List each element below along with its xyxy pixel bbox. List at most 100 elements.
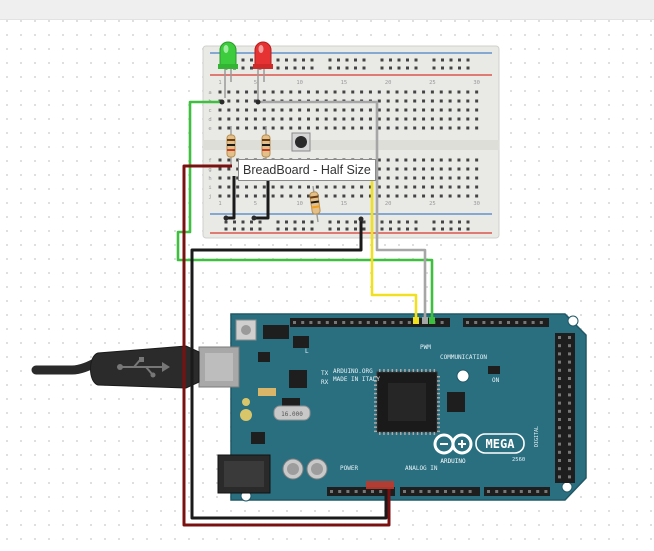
header-pin[interactable]: [399, 321, 403, 324]
header-pin[interactable]: [498, 321, 502, 324]
rail-hole[interactable]: [389, 220, 392, 224]
rail-hole[interactable]: [241, 66, 245, 70]
header-pin[interactable]: [466, 321, 469, 324]
breadboard-hole[interactable]: [368, 185, 372, 189]
breadboard-hole[interactable]: [439, 167, 443, 171]
breadboard-hole[interactable]: [448, 90, 452, 94]
wire-black-jumper-1[interactable]: [226, 176, 236, 220]
breadboard-hole[interactable]: [236, 194, 240, 198]
rail-hole[interactable]: [285, 220, 288, 224]
breadboard-hole[interactable]: [475, 117, 479, 121]
breadboard-hole[interactable]: [227, 158, 231, 162]
breadboard-hole[interactable]: [466, 176, 470, 180]
breadboard-hole[interactable]: [315, 90, 319, 94]
breadboard-hole[interactable]: [218, 117, 222, 121]
header-pin[interactable]: [346, 490, 350, 493]
breadboard-hole[interactable]: [218, 185, 222, 189]
breadboard-hole[interactable]: [289, 117, 293, 121]
breadboard-hole[interactable]: [342, 90, 346, 94]
rail-hole[interactable]: [258, 220, 262, 224]
rail-hole[interactable]: [250, 220, 253, 224]
rail-hole[interactable]: [406, 227, 409, 231]
breadboard-hole[interactable]: [351, 194, 355, 198]
breadboard-hole[interactable]: [386, 158, 390, 162]
wire-black-jumper-2[interactable]: [254, 178, 270, 220]
rail-hole[interactable]: [293, 227, 297, 231]
rail-hole[interactable]: [337, 227, 340, 231]
rail-hole[interactable]: [302, 58, 305, 62]
breadboard-hole[interactable]: [236, 108, 240, 112]
rail-hole[interactable]: [432, 220, 436, 224]
header-pin[interactable]: [317, 321, 321, 324]
breadboard-hole[interactable]: [457, 176, 461, 180]
header-pin[interactable]: [568, 450, 571, 454]
breadboard-hole[interactable]: [324, 90, 328, 94]
rail-hole[interactable]: [276, 220, 280, 224]
breadboard-hole[interactable]: [342, 185, 346, 189]
breadboard-hole[interactable]: [324, 185, 328, 189]
rail-hole[interactable]: [397, 66, 401, 70]
breadboard-hole[interactable]: [457, 99, 461, 103]
rail-hole[interactable]: [293, 220, 297, 224]
breadboard-hole[interactable]: [236, 185, 240, 189]
header-pin[interactable]: [383, 321, 387, 324]
breadboard-hole[interactable]: [404, 126, 408, 130]
breadboard-hole[interactable]: [351, 90, 355, 94]
breadboard-hole[interactable]: [324, 108, 328, 112]
breadboard-hole[interactable]: [262, 90, 266, 94]
breadboard-hole[interactable]: [351, 108, 355, 112]
breadboard-hole[interactable]: [280, 126, 284, 130]
breadboard-hole[interactable]: [253, 90, 257, 94]
rail-hole[interactable]: [362, 58, 366, 62]
header-pin[interactable]: [325, 321, 329, 324]
breadboard-hole[interactable]: [395, 108, 399, 112]
breadboard-hole[interactable]: [422, 185, 426, 189]
rail-hole[interactable]: [337, 58, 340, 62]
breadboard-hole[interactable]: [333, 194, 337, 198]
breadboard-hole[interactable]: [289, 90, 293, 94]
breadboard-hole[interactable]: [466, 126, 470, 130]
header-pin[interactable]: [568, 442, 571, 446]
wire-grey[interactable]: [258, 100, 427, 322]
breadboard-hole[interactable]: [342, 108, 346, 112]
rail-hole[interactable]: [432, 227, 436, 231]
breadboard-hole[interactable]: [227, 90, 231, 94]
rail-hole[interactable]: [345, 58, 349, 62]
breadboard-hole[interactable]: [236, 176, 240, 180]
push-button[interactable]: [291, 132, 311, 152]
header-pin[interactable]: [482, 321, 486, 324]
breadboard-hole[interactable]: [253, 99, 257, 103]
breadboard-hole[interactable]: [342, 194, 346, 198]
header-pin[interactable]: [568, 418, 571, 421]
breadboard-hole[interactable]: [280, 117, 284, 121]
rail-hole[interactable]: [466, 58, 470, 62]
breadboard-hole[interactable]: [386, 176, 390, 180]
breadboard-hole[interactable]: [395, 158, 399, 162]
breadboard-hole[interactable]: [253, 126, 257, 130]
breadboard-hole[interactable]: [466, 194, 470, 198]
rail-hole[interactable]: [258, 227, 262, 231]
header-pin[interactable]: [427, 490, 431, 493]
breadboard-hole[interactable]: [368, 194, 372, 198]
breadboard-hole[interactable]: [298, 117, 302, 121]
rail-hole[interactable]: [414, 58, 418, 62]
breadboard-hole[interactable]: [271, 194, 275, 198]
rail-hole[interactable]: [233, 220, 236, 224]
breadboard-hole[interactable]: [315, 185, 319, 189]
header-pin[interactable]: [391, 321, 395, 324]
header-pin[interactable]: [452, 490, 456, 493]
resistor-3[interactable]: [309, 185, 321, 223]
breadboard-hole[interactable]: [466, 99, 470, 103]
usb-cable[interactable]: [31, 345, 200, 389]
breadboard-hole[interactable]: [475, 185, 479, 189]
breadboard-hole[interactable]: [457, 158, 461, 162]
wire-yellow[interactable]: [370, 177, 418, 322]
rail-hole[interactable]: [441, 227, 444, 231]
breadboard-hole[interactable]: [227, 117, 231, 121]
header-pin[interactable]: [568, 352, 571, 356]
breadboard-hole[interactable]: [351, 185, 355, 189]
analog-header-b[interactable]: [484, 487, 550, 496]
breadboard-hole[interactable]: [377, 194, 381, 198]
breadboard-hole[interactable]: [475, 126, 479, 130]
